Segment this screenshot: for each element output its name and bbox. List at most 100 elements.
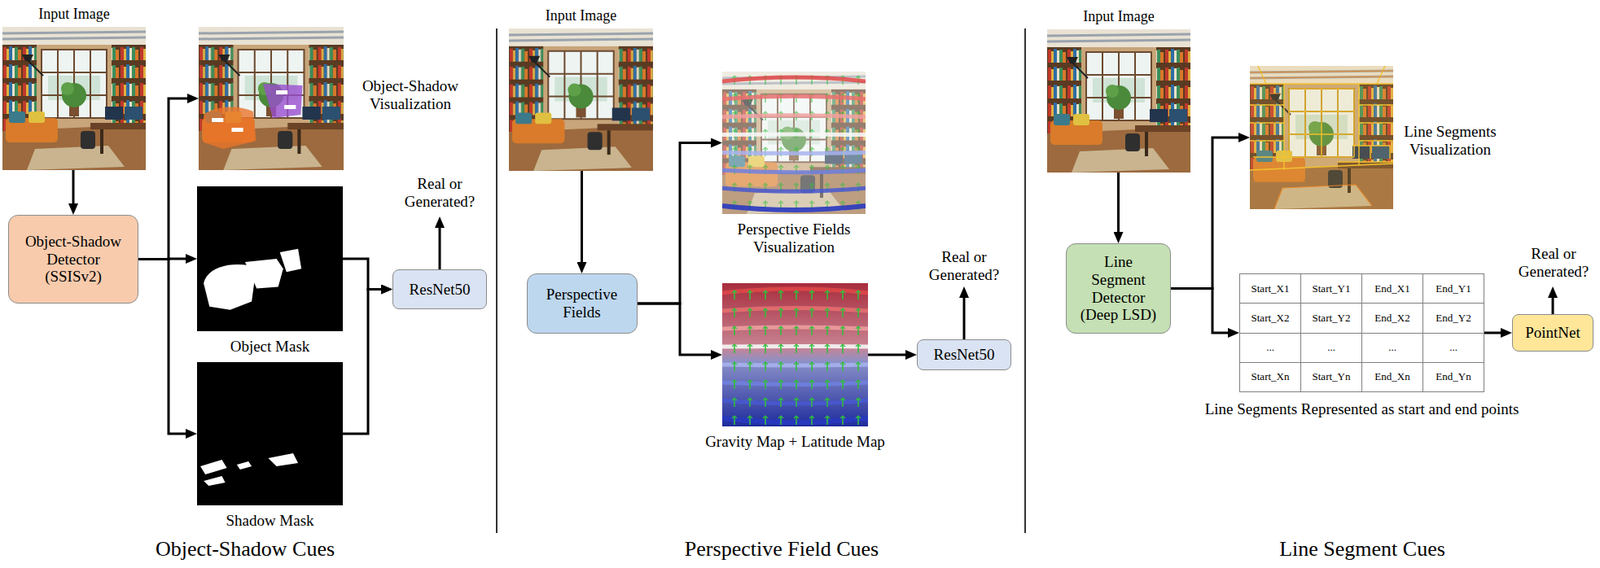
table-cell: Start_Y2 [1301, 303, 1362, 333]
image-panel: Input Image [508, 28, 654, 171]
image-label: Gravity Map + Latitude Map [705, 433, 886, 452]
image-panel: Shadow Mask [197, 362, 343, 506]
table-cell: ... [1423, 333, 1484, 363]
process-box: ResNet50 [392, 269, 487, 310]
input-image-1 [2, 26, 146, 171]
line-segments-visualization-image-part-part [1249, 65, 1394, 171]
image-panel: Perspective Fields Visualization [722, 71, 866, 215]
panel-title: Object-Shadow Cues [155, 537, 335, 562]
table-cell: Start_Y1 [1301, 274, 1362, 303]
image-label: Object-Shadow Visualization [356, 77, 465, 114]
object-shadow-visualization-image-part-part [263, 83, 303, 119]
image-label: Perspective Fields Visualization [724, 220, 864, 257]
connector-arrow [342, 289, 386, 435]
object-mask-image-part-part [203, 264, 255, 311]
table-cell: Start_X2 [1240, 303, 1301, 333]
connector-arrow [637, 303, 717, 356]
process-box: Line Segment Detector (Deep LSD) [1065, 243, 1171, 334]
connector-arrow [138, 259, 191, 435]
table-cell: End_Y2 [1423, 303, 1484, 333]
output-arrow-part [438, 223, 442, 270]
table-cell: End_X2 [1362, 303, 1423, 333]
image-panel: Input Image [1047, 29, 1191, 173]
object-shadow-visualization-image-part-part [276, 90, 288, 95]
object-shadow-visualization-image-part-part [231, 127, 243, 132]
object-shadow-visualization-image-part [198, 26, 344, 171]
output-label: Real or Generated? [923, 248, 1005, 285]
line-segments-visualization-image-part [1249, 65, 1394, 210]
shadow-mask-image-part [197, 362, 343, 506]
table-grid: Start_X1Start_Y1End_X1End_Y1Start_X2Star… [1239, 273, 1485, 393]
image-label: Line Segments Visualization [1401, 122, 1500, 159]
input-image-1-part [2, 26, 146, 171]
object-mask-image [197, 186, 343, 332]
line-segments-visualization-image-part [1249, 65, 1394, 210]
output-label: Real or Generated? [398, 175, 481, 211]
process-box: Object-Shadow Detector (SSISv2) [8, 214, 139, 304]
image-label: Shadow Mask [225, 512, 314, 531]
shadow-mask-image-part [200, 453, 299, 487]
table-cell: ... [1240, 333, 1301, 363]
panel-title: Perspective Field Cues [684, 537, 879, 562]
box-text: Object-Shadow Detector (SSISv2) [21, 232, 126, 287]
image-panel: Line Segments Visualization [1249, 65, 1394, 210]
process-box: ResNet50 [916, 339, 1012, 371]
gravity-latitude-map-image [722, 283, 868, 427]
gravity-latitude-map-image-part [722, 283, 868, 427]
input-image-3 [1047, 29, 1191, 173]
perspective-fields-visualization-image-part [722, 71, 866, 215]
image-label: Input Image [1082, 8, 1154, 26]
input-image-3-part [1047, 29, 1191, 173]
table-cell: End_Xn [1362, 363, 1423, 392]
connector-arrow [580, 170, 584, 268]
connector-arrow [1170, 289, 1233, 334]
data-table: Start_X1Start_Y1End_X1End_Y1Start_X2Star… [1239, 273, 1485, 393]
output-arrow-part [1551, 293, 1555, 315]
object-mask-image-part-part [245, 258, 284, 289]
table-cell: Start_Yn [1301, 363, 1362, 392]
input-image-2-part [508, 28, 654, 171]
box-text: Line Segment Detector (Deep LSD) [1078, 253, 1159, 325]
table-caption: Line Segments Represented as start and e… [1205, 400, 1520, 419]
perspective-fields-visualization-image [722, 71, 866, 215]
object-mask-image-part [203, 249, 302, 311]
image-label: Object Mask [230, 337, 311, 356]
table-cell: ... [1362, 333, 1423, 363]
object-shadow-visualization-image-part-part [211, 118, 224, 123]
connector-arrow [867, 354, 911, 357]
process-box: PointNet [1512, 314, 1594, 352]
connector-arrow [72, 170, 75, 209]
shadow-mask-image-part-part [200, 460, 228, 475]
table-cell: ... [1301, 333, 1362, 363]
line-segments-visualization-image [1249, 65, 1394, 210]
table-cell: End_Yn [1423, 363, 1484, 392]
box-text: Perspective Fields [536, 285, 628, 322]
connector-arrow [342, 258, 386, 290]
table-cell: End_Y1 [1423, 274, 1484, 303]
table-cell: End_X1 [1362, 274, 1423, 303]
output-arrow [439, 223, 1553, 340]
shadow-mask-image-part-part [203, 476, 225, 487]
object-shadow-visualization-image [198, 26, 344, 171]
object-mask-image-part [197, 186, 343, 332]
image-panel: Input Image [2, 26, 146, 171]
object-shadow-visualization-image-part [203, 83, 303, 150]
shadow-mask-image-part-part [236, 461, 252, 470]
output-arrow-part [963, 293, 966, 340]
image-panel: Object Mask [197, 186, 343, 332]
output-label: Real or Generated? [1514, 245, 1593, 281]
perspective-fields-visualization-image-part [722, 71, 866, 215]
table-cell: Start_X1 [1240, 274, 1301, 303]
panel-divider-part [495, 28, 498, 534]
perspective-fields-visualization-image-part [722, 71, 866, 215]
shadow-mask-image [197, 362, 343, 506]
image-panel: Object-Shadow Visualization [198, 26, 344, 171]
panel-title: Line Segment Cues [1279, 537, 1446, 562]
connector-arrow [1484, 332, 1506, 335]
connector-arrow [1170, 137, 1244, 290]
connector-arrow [1117, 172, 1120, 237]
perspective-fields-visualization-image-part [722, 77, 866, 211]
connector-arrow [637, 143, 717, 305]
box-text: ResNet50 [409, 280, 471, 299]
gravity-latitude-map-image-part [722, 283, 868, 427]
